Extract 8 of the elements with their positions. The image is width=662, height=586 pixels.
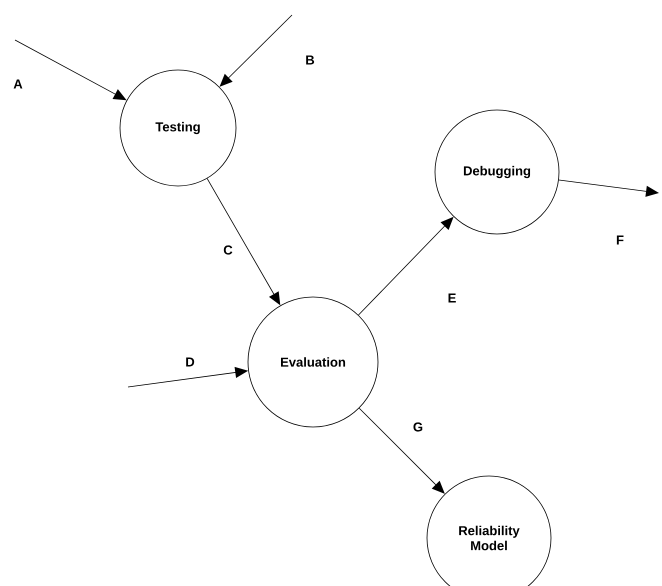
- edge-label: D: [184, 356, 196, 368]
- edge-label: E: [446, 292, 458, 304]
- edge-label: A: [12, 78, 24, 90]
- edge-label: G: [412, 421, 424, 433]
- edge-label: C: [222, 244, 234, 256]
- arrow: [358, 408, 445, 494]
- edge-label: F: [615, 234, 625, 246]
- edge-label: B: [304, 54, 316, 66]
